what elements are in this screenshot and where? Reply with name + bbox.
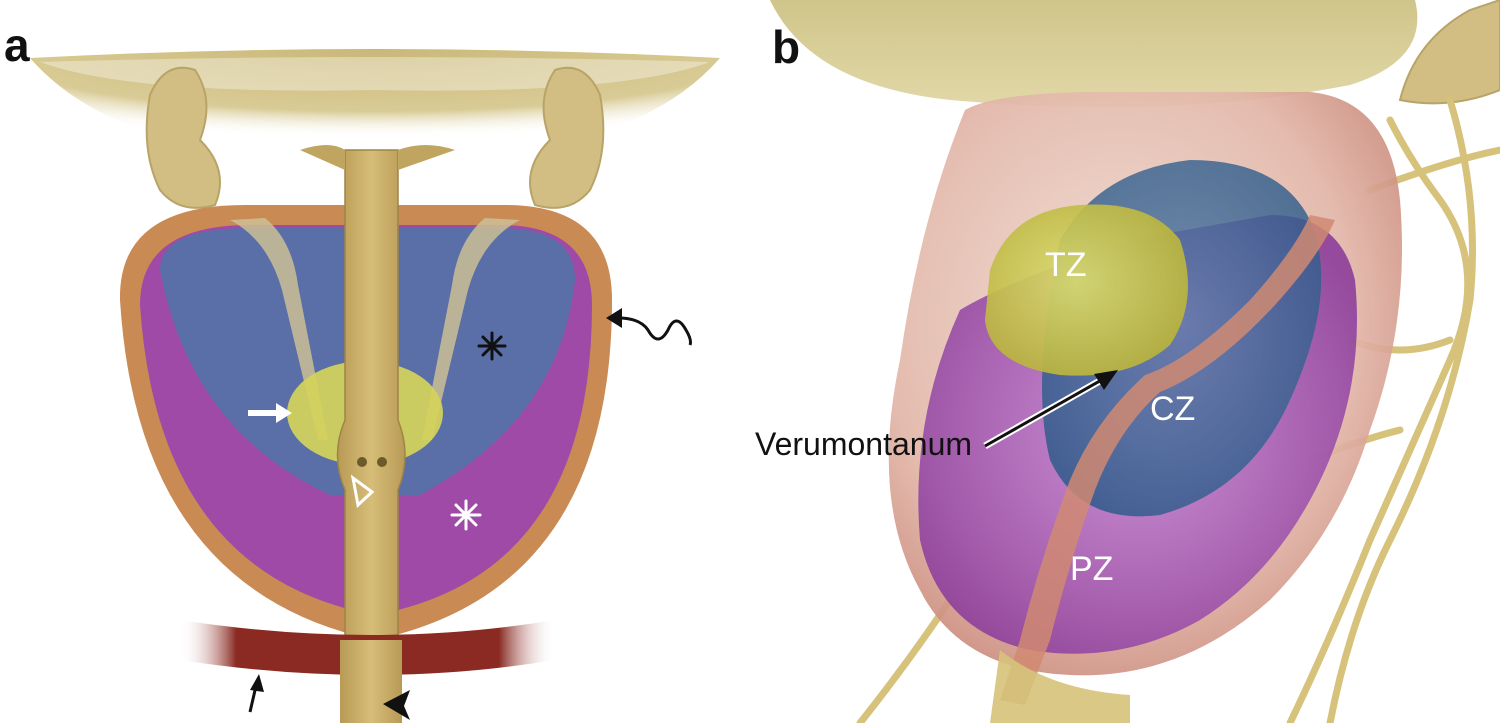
label-pz: PZ — [1070, 550, 1113, 588]
panel-letter-a: a — [4, 19, 30, 71]
black-arrowhead-icon — [383, 690, 410, 720]
white-arrow-icon — [248, 403, 292, 423]
label-verumontanum: Verumontanum — [755, 426, 972, 462]
panel-b-illustration: TZ CZ PZ Verumontanum — [755, 0, 1500, 727]
right-seminal-vesicle — [529, 66, 605, 209]
black-star-asterisk-icon — [477, 331, 507, 361]
panel-letter-b: b — [772, 21, 801, 73]
prostatic-urethra-b — [1000, 215, 1335, 705]
white-star-asterisk-icon — [450, 499, 482, 531]
duct-opening-right — [377, 457, 387, 467]
label-tz: TZ — [1045, 246, 1087, 284]
curly-arrow-icon — [606, 308, 692, 346]
seminal-vesicle-b — [1398, 0, 1500, 105]
small-black-arrow-icon — [248, 674, 264, 713]
panel-a-coronal-diagram: a — [0, 0, 750, 724]
duct-opening-left — [357, 457, 367, 467]
label-cz: CZ — [1150, 390, 1195, 428]
panel-a-illustration — [30, 49, 720, 724]
open-arrowhead-icon — [350, 474, 375, 508]
panel-b-3d-diagram: b — [750, 0, 1500, 727]
transition-zone-b — [985, 204, 1188, 376]
bladder-base — [770, 0, 1418, 108]
left-seminal-vesicle — [145, 66, 221, 209]
verumontanum-arrow — [983, 370, 1118, 450]
